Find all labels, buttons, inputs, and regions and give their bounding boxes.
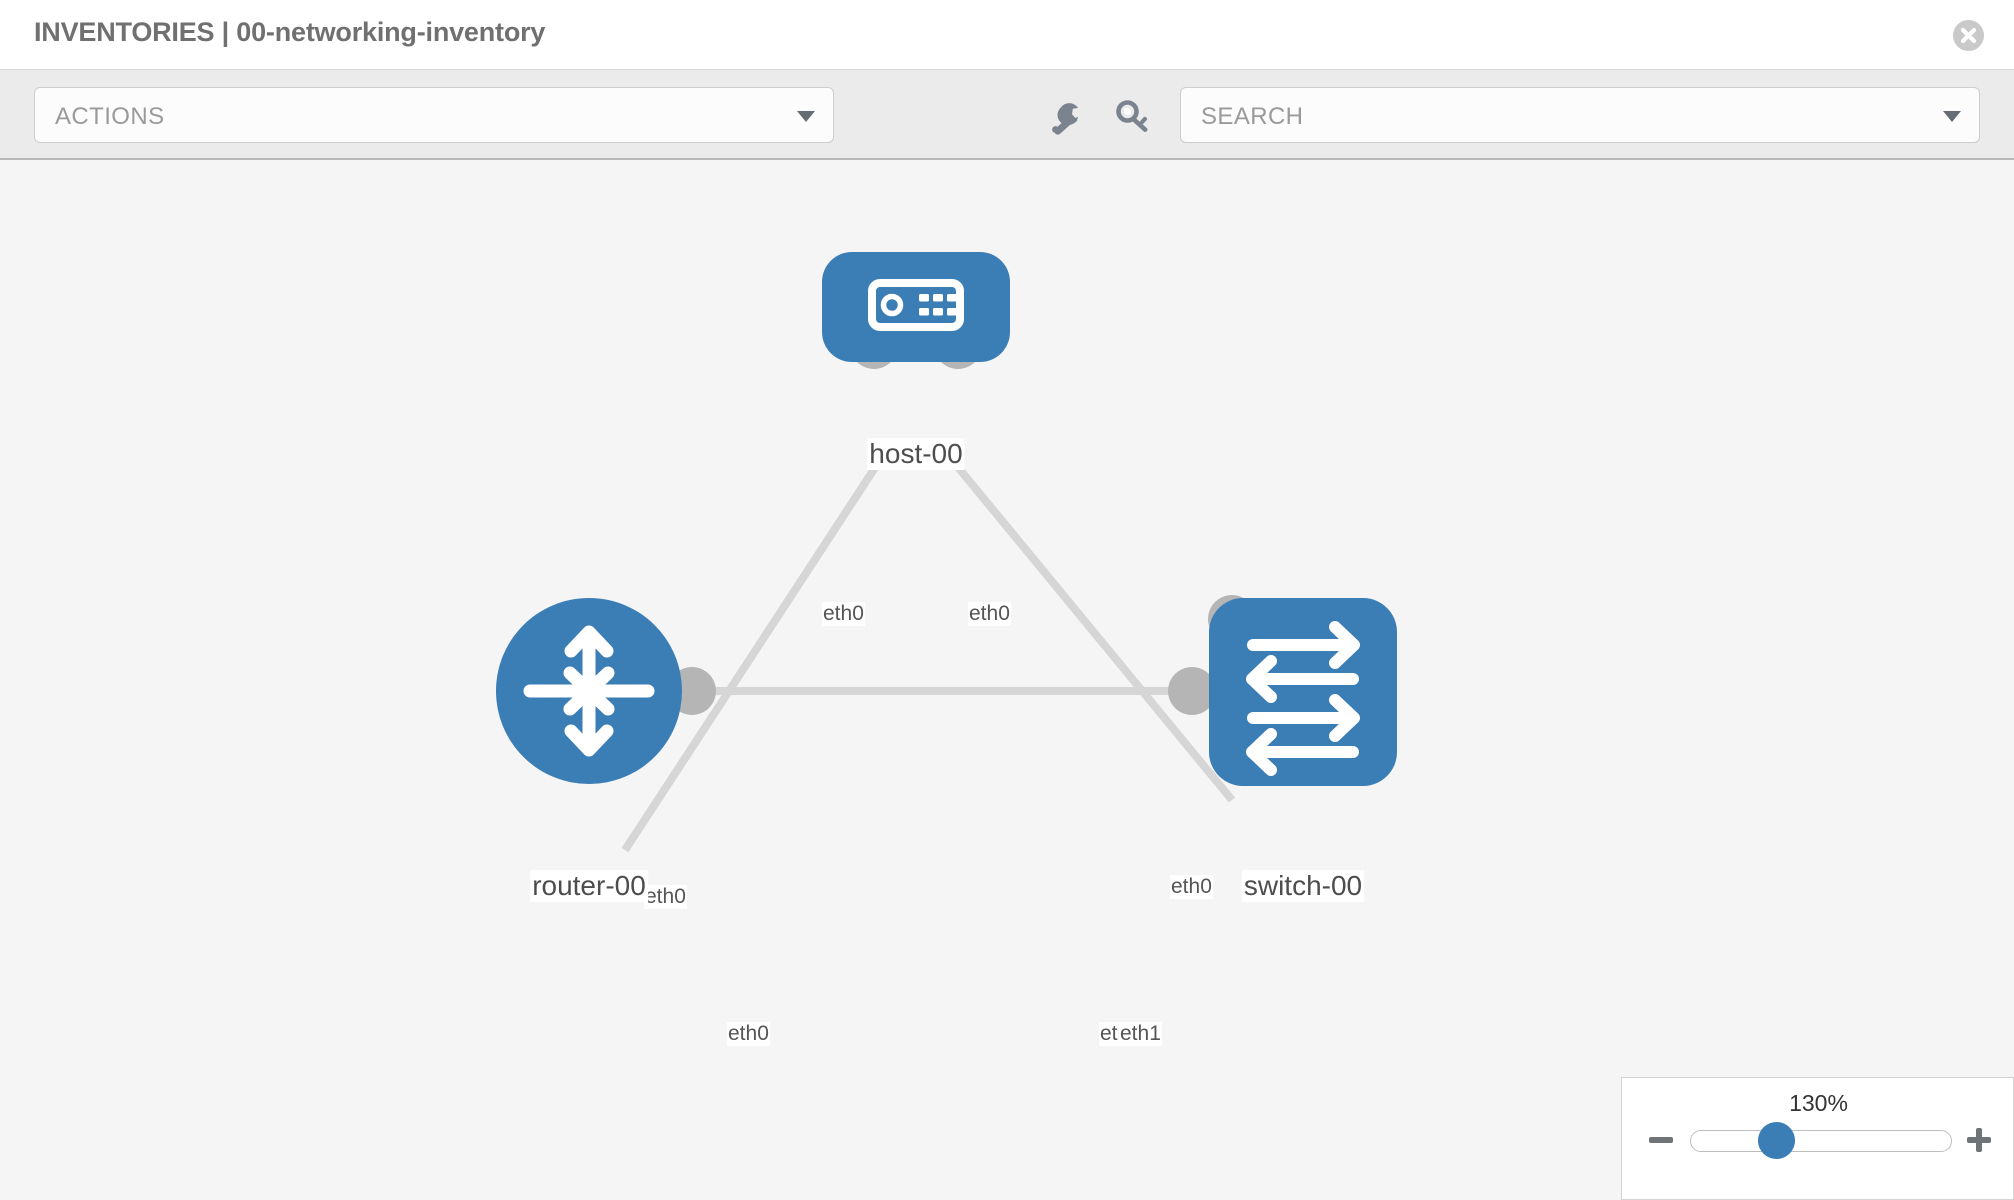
iface-label-router-east: eth0 (727, 1022, 770, 1046)
key-icon[interactable] (1114, 98, 1154, 138)
topology-canvas[interactable]: eth0 eth0 eth0 eth0 eth0 eth0 eth1 host-… (0, 160, 2014, 1200)
chevron-down-icon (797, 111, 815, 122)
zoom-slider-thumb[interactable] (1758, 1122, 1795, 1159)
close-icon[interactable] (1953, 20, 1984, 51)
search-input-placeholder: SEARCH (1201, 103, 1304, 130)
iface-label-switch-north: eth0 (1170, 875, 1213, 899)
actions-dropdown[interactable]: ACTIONS (34, 87, 834, 143)
iface-label-switch-west-eth1: eth1 (1119, 1022, 1162, 1046)
iface-label-host-left: eth0 (822, 602, 865, 626)
node-label-router-00: router-00 (530, 870, 648, 902)
wrench-icon[interactable] (1046, 98, 1086, 138)
zoom-control-panel: 130% (1621, 1077, 2014, 1200)
zoom-level-value: 130% (1789, 1090, 1848, 1116)
node-label-switch-00: switch-00 (1241, 870, 1365, 902)
node-host-00[interactable] (822, 252, 1010, 362)
topology-graph (496, 252, 1397, 853)
link-host-switch (948, 457, 1236, 803)
iface-label-router-north: eth0 (644, 885, 687, 909)
page-header: INVENTORIES | 00-networking-inventory (0, 0, 2014, 70)
plus-icon[interactable] (1964, 1125, 1994, 1155)
node-switch-00[interactable] (1209, 598, 1397, 786)
zoom-slider-track[interactable] (1690, 1130, 1952, 1152)
node-label-host-00: host-00 (867, 438, 965, 470)
node-router-00[interactable] (496, 598, 682, 784)
toolbar: ACTIONS SEARCH (0, 70, 2014, 160)
topology-links (621, 457, 1236, 853)
minus-icon[interactable] (1646, 1125, 1676, 1155)
chevron-down-icon (1943, 111, 1961, 122)
link-router-host (621, 457, 884, 853)
page-title: INVENTORIES | 00-networking-inventory (34, 17, 546, 47)
actions-dropdown-label: ACTIONS (55, 103, 165, 130)
search-dropdown[interactable]: SEARCH (1180, 87, 1980, 143)
connector-switch-west (1168, 667, 1216, 715)
iface-label-host-right: eth0 (968, 602, 1011, 626)
